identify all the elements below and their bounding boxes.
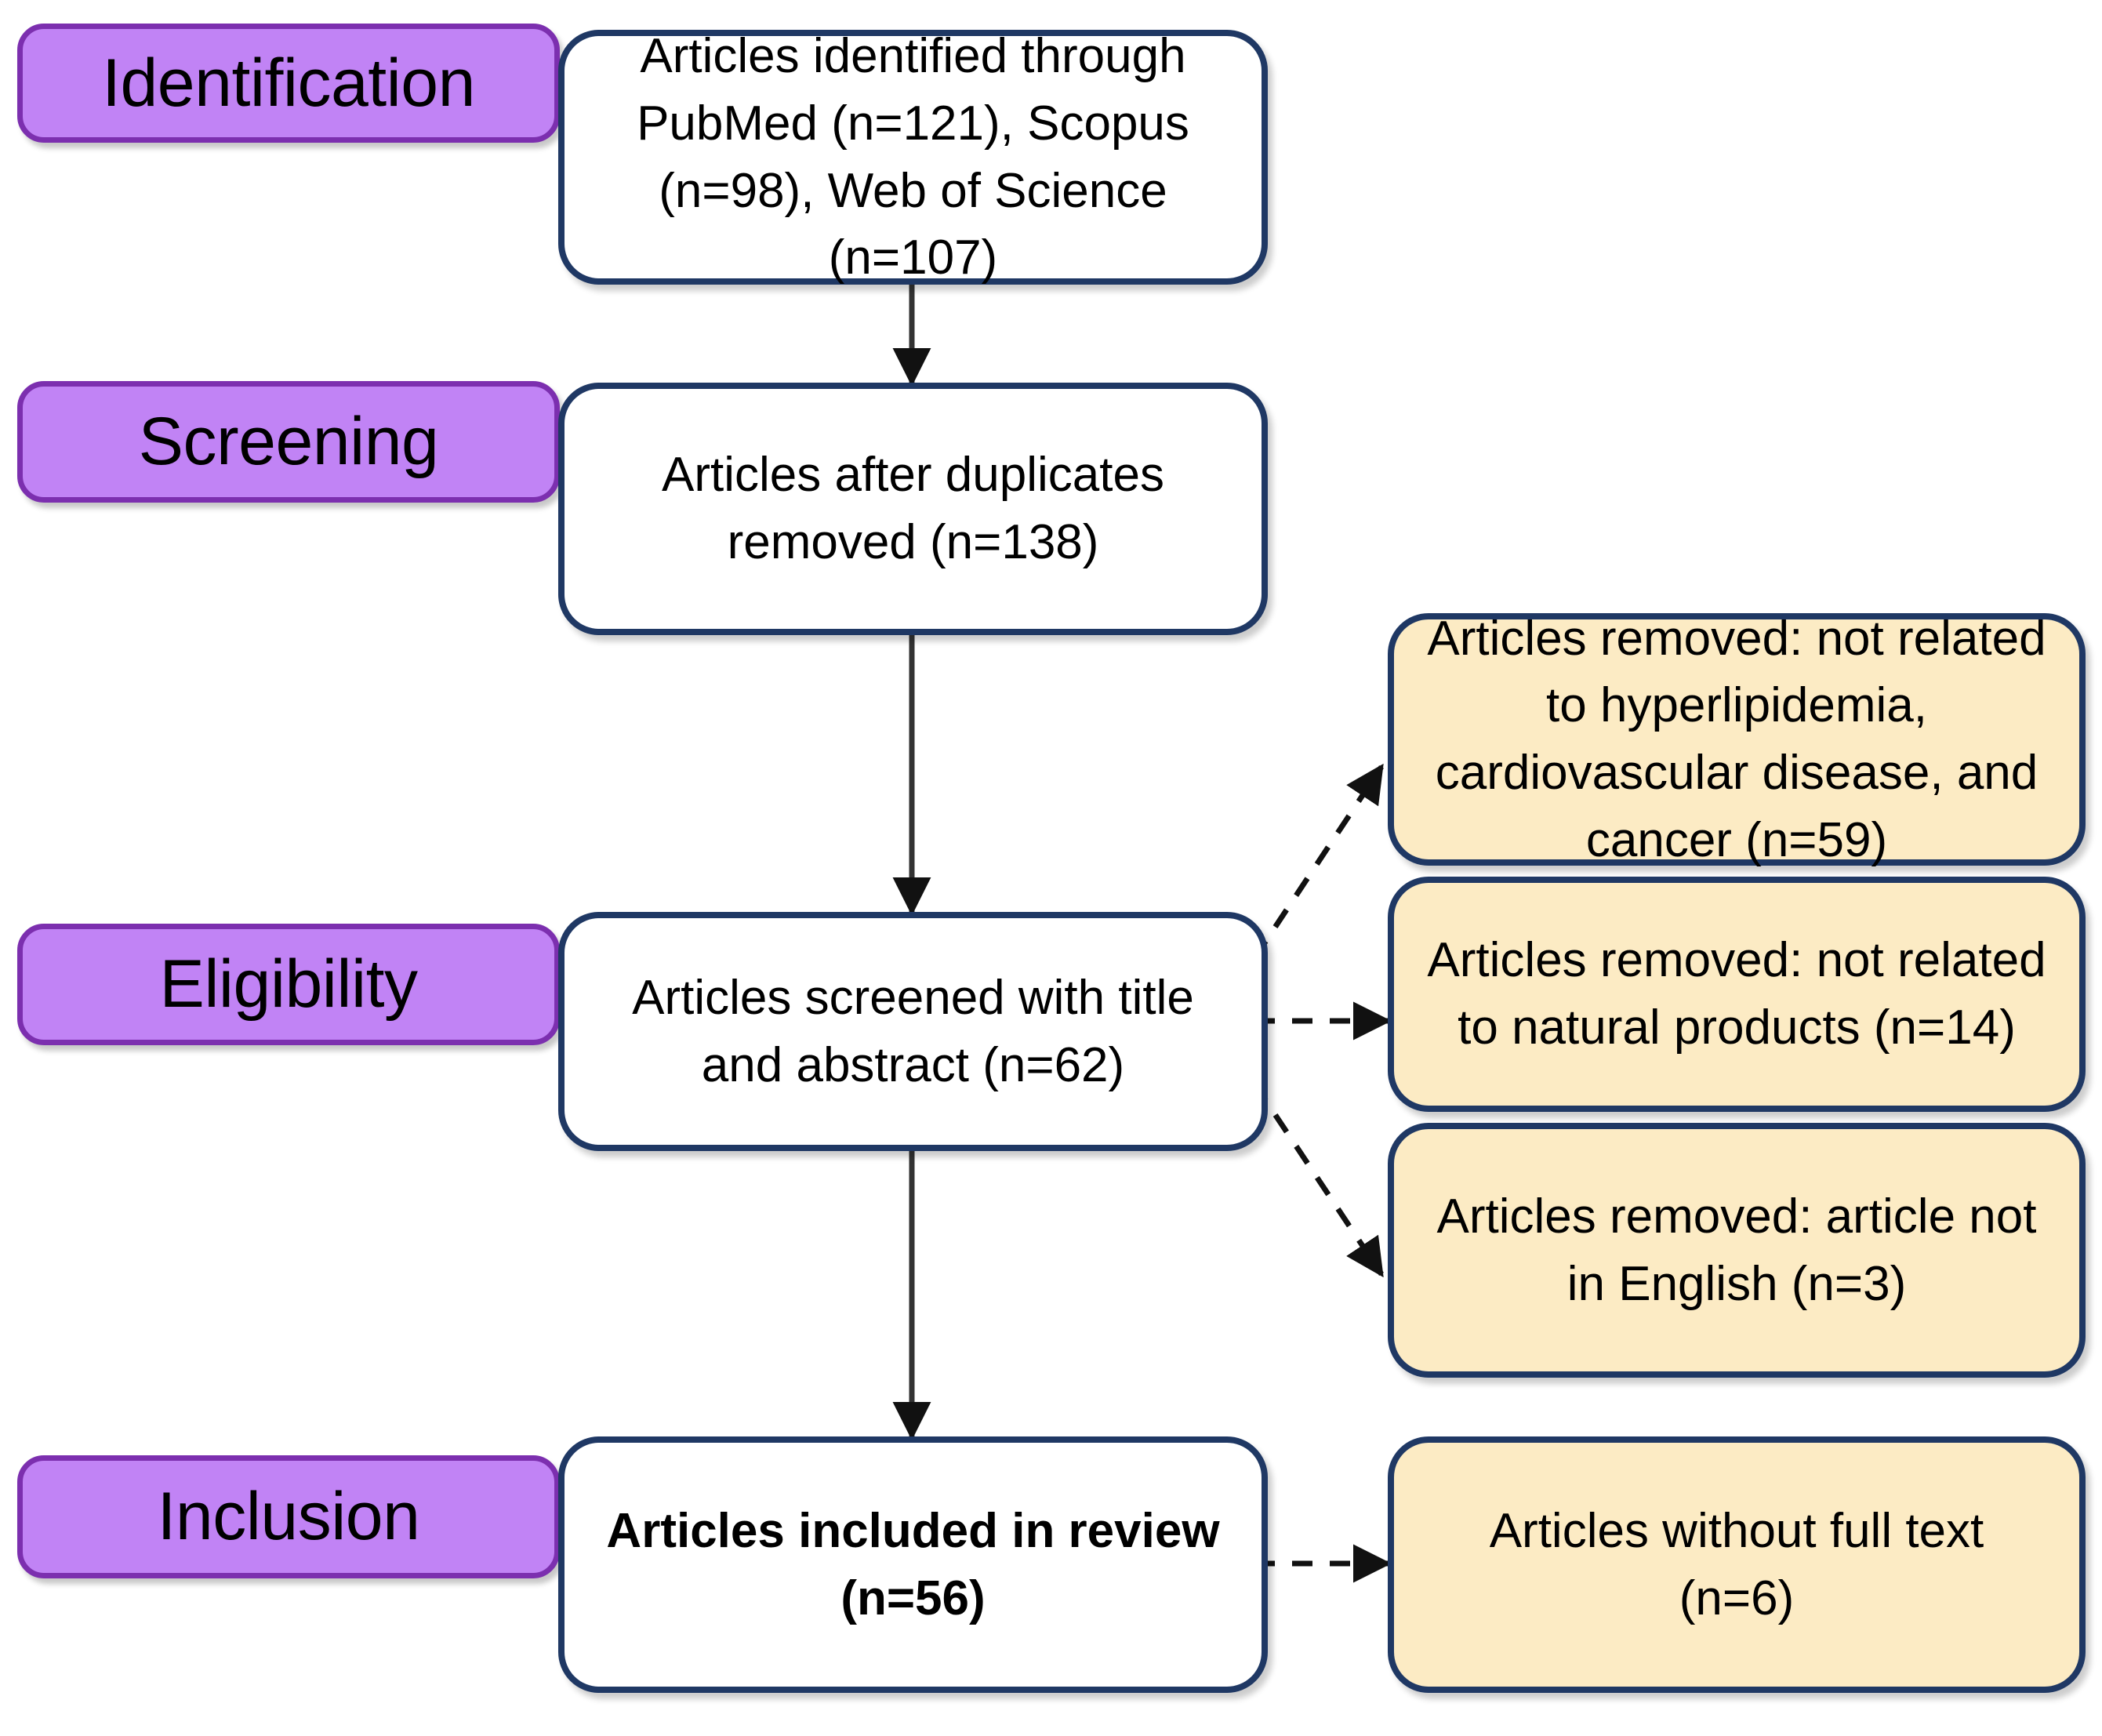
exclusion-box-no-full-text-text: Articles without full text (n=6)	[1489, 1503, 1984, 1625]
stage-label-screening[interactable]: Screening	[17, 381, 560, 503]
exclusion-box-not-english-text: Articles removed: article not in English…	[1436, 1189, 2037, 1311]
exclusion-box-no-full-text[interactable]: Articles without full text (n=6)	[1388, 1436, 2086, 1693]
flow-box-included-in-review-text: Articles included in review (n=56)	[606, 1503, 1220, 1625]
arrow-screened-to-not-english	[1252, 1082, 1384, 1278]
flow-box-after-duplicates[interactable]: Articles after duplicates removed (n=138…	[558, 383, 1268, 635]
stage-label-eligibility-text: Eligibility	[159, 946, 418, 1022]
stage-label-inclusion-text: Inclusion	[157, 1479, 420, 1555]
flow-box-included-in-review[interactable]: Articles included in review (n=56)	[558, 1436, 1268, 1693]
exclusion-box-not-natural-products[interactable]: Articles removed: not related to natural…	[1388, 877, 2086, 1112]
flow-box-articles-identified[interactable]: Articles identified through PubMed (n=12…	[558, 29, 1268, 285]
exclusion-box-not-related-topic-text: Articles removed: not related to hyperli…	[1427, 611, 2046, 867]
stage-label-inclusion[interactable]: Inclusion	[17, 1455, 560, 1578]
arrow-screened-to-not-related-topic	[1252, 763, 1384, 960]
exclusion-box-not-natural-products-text: Articles removed: not related to natural…	[1427, 933, 2046, 1055]
flow-box-articles-identified-text: Articles identified through PubMed (n=12…	[637, 29, 1189, 285]
stage-label-eligibility[interactable]: Eligibility	[17, 924, 560, 1045]
flow-box-screened-title-abstract-text: Articles screened with title and abstrac…	[632, 970, 1194, 1092]
flow-box-after-duplicates-text: Articles after duplicates removed (n=138…	[662, 448, 1164, 569]
stage-label-identification-text: Identification	[102, 45, 475, 121]
exclusion-box-not-related-topic[interactable]: Articles removed: not related to hyperli…	[1388, 612, 2086, 867]
stage-label-identification[interactable]: Identification	[17, 24, 560, 143]
flow-box-screened-title-abstract[interactable]: Articles screened with title and abstrac…	[558, 912, 1268, 1151]
stage-label-screening-text: Screening	[138, 404, 439, 480]
exclusion-box-not-english[interactable]: Articles removed: article not in English…	[1388, 1123, 2086, 1378]
